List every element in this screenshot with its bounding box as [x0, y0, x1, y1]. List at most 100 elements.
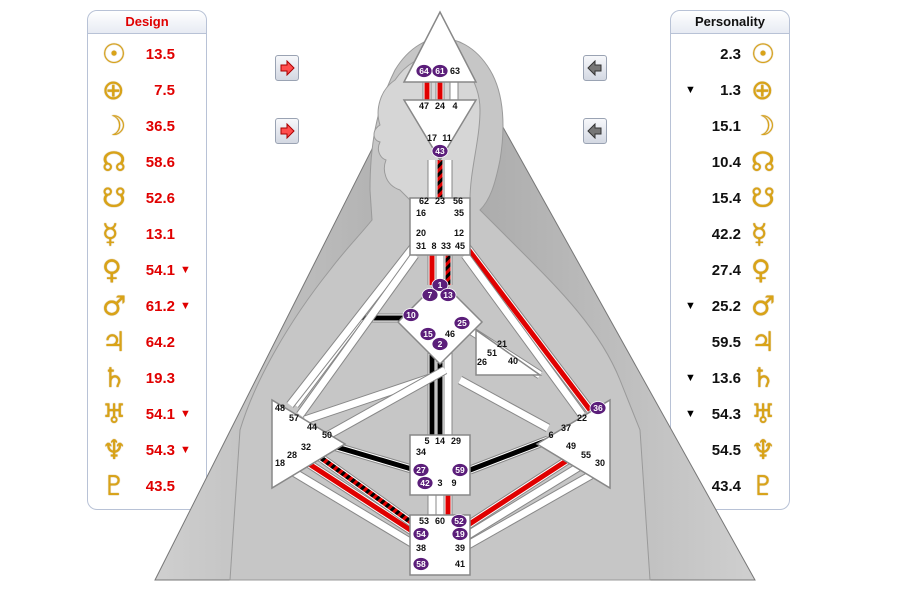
personality-value: 59.5: [711, 334, 741, 351]
personality-row: ♆ 54.5: [671, 433, 791, 469]
gate-8: 8: [431, 241, 436, 251]
neptune-icon: ♆: [102, 435, 127, 466]
uranus-icon: ♅: [751, 399, 776, 430]
gate-46: 46: [445, 329, 455, 339]
design-value: 43.5: [145, 478, 175, 495]
design-value: 13.5: [145, 46, 175, 63]
gate-39: 39: [455, 543, 465, 553]
design-forward-button-2[interactable]: [275, 118, 299, 144]
personality-row: ☽15.1: [671, 109, 791, 145]
gate-41: 41: [455, 559, 465, 569]
gate-badge: [431, 64, 449, 78]
channel-26-44: [458, 376, 550, 432]
design-row: ☋52.6: [88, 181, 208, 217]
gate-badge: [421, 288, 439, 302]
design-row: ♇43.5: [88, 469, 208, 505]
design-value: 52.6: [145, 190, 175, 207]
personality-row: ♀27.4: [671, 253, 791, 289]
g-center: [396, 278, 484, 366]
channel-12-22: [462, 252, 585, 418]
channel-34-44: [323, 366, 447, 441]
personality-panel-title: Personality: [671, 11, 789, 34]
gate-2: 2: [438, 339, 443, 349]
gate-40: 40: [508, 356, 518, 366]
personality-value: 42.2: [711, 226, 741, 243]
personality-row: ♃59.5: [671, 325, 791, 361]
gate-16: 16: [416, 208, 426, 218]
gate-48: 48: [275, 403, 285, 413]
pluto-icon: ♇: [751, 471, 776, 502]
gate-28: 28: [287, 450, 297, 460]
gate-59: 59: [455, 465, 465, 475]
gate-60: 60: [435, 516, 445, 526]
retrograde-arrow-icon: ▼: [685, 372, 696, 384]
gate-64: 64: [419, 66, 429, 76]
gate-badge: [412, 463, 430, 477]
gate-12: 12: [454, 228, 464, 238]
retrograde-arrow-icon: ▼: [180, 444, 191, 456]
design-forward-button[interactable]: [275, 55, 299, 81]
gate-43: 43: [435, 146, 445, 156]
gate-38: 38: [416, 543, 426, 553]
channel-49-19-active: [466, 449, 582, 528]
spleen-center: [271, 398, 347, 490]
gate-56: 56: [453, 196, 463, 206]
sun-icon: ☉: [751, 39, 776, 70]
personality-row: ⊕1.3▼: [671, 73, 791, 109]
design-row: ⊕7.5: [88, 73, 208, 109]
personality-row: ☉ 2.3: [671, 37, 791, 73]
gate-47: 47: [419, 101, 429, 111]
gate-51: 51: [487, 348, 497, 358]
retrograde-arrow-icon: ▼: [180, 300, 191, 312]
gate-5: 5: [424, 436, 429, 446]
design-row: ☿13.1: [88, 217, 208, 253]
design-row: ♀54.1▼: [88, 253, 208, 289]
gate-32: 32: [301, 442, 311, 452]
personality-row: ♅ 54.3 ▼: [671, 397, 791, 433]
venus-icon: ♀: [102, 255, 122, 286]
arrow-left-icon: [587, 60, 602, 76]
design-row: ♂61.2▼: [88, 289, 208, 325]
gate-badge: [431, 337, 449, 351]
personality-value: 10.4: [711, 154, 741, 171]
personality-row: ☋15.4: [671, 181, 791, 217]
moon-icon: ☽: [102, 111, 127, 142]
gate-44: 44: [307, 422, 317, 432]
neptune-icon: ♆: [751, 435, 776, 466]
north-node-icon: ☊: [102, 147, 126, 178]
gate-31: 31: [416, 241, 426, 251]
personality-value: 54.5: [711, 442, 741, 459]
channel-50-27-active: [329, 442, 416, 473]
gate-badge: [419, 327, 437, 341]
personality-back-button-2[interactable]: [583, 118, 607, 144]
personality-value: 2.3: [720, 46, 741, 63]
gate-badge: [412, 557, 430, 571]
design-row: ♅54.1▼: [88, 397, 208, 433]
gate-53: 53: [419, 516, 429, 526]
design-value: 54.1: [145, 406, 175, 423]
gate-26: 26: [477, 357, 487, 367]
gate-21: 21: [497, 339, 507, 349]
personality-value: 13.6: [711, 370, 741, 387]
channel-55-39: [466, 457, 592, 538]
retrograde-arrow-icon: ▼: [685, 408, 696, 420]
gate-42: 42: [420, 478, 430, 488]
personality-value: 27.4: [711, 262, 741, 279]
design-row: ♃64.2: [88, 325, 208, 361]
personality-value: 54.3: [711, 406, 741, 423]
gate-61: 61: [435, 66, 445, 76]
gate-54: 54: [416, 529, 426, 539]
ego-center: [475, 328, 543, 376]
gate-badge: [589, 401, 607, 415]
channel-35-36-active: [463, 243, 592, 412]
personality-back-button[interactable]: [583, 55, 607, 81]
gate-55: 55: [581, 450, 591, 460]
gate-29: 29: [451, 436, 461, 446]
personality-value: 15.1: [711, 118, 741, 135]
channel-16-48: [287, 242, 418, 408]
personality-value: 15.4: [711, 190, 741, 207]
sun-icon: ☉: [102, 39, 127, 70]
gate-36: 36: [593, 403, 603, 413]
design-panel: Design ☉13.5⊕7.5☽36.5☊58.6☋52.6☿13.1♀54.…: [87, 10, 207, 510]
channel-30-41: [466, 466, 602, 549]
